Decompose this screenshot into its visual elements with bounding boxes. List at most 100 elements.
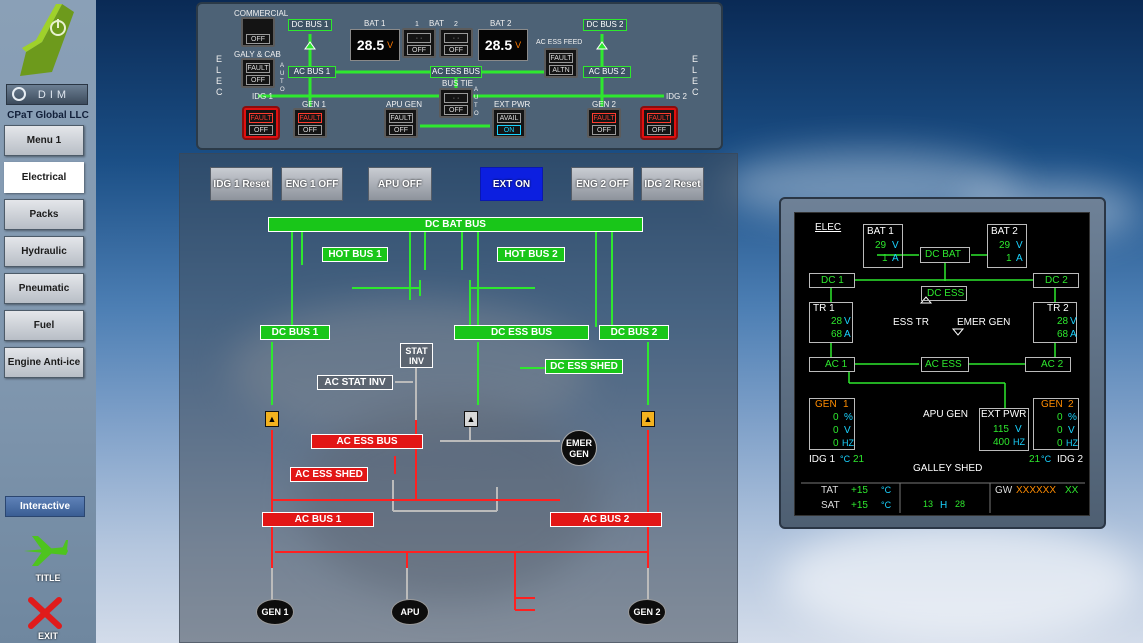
sidebar: DIM CPaT Global LLC Menu 1 Electrical Pa… <box>0 0 96 643</box>
ecam-gen2-v-unit: V <box>1068 425 1075 436</box>
sidebar-item-hydraulic[interactable]: Hydraulic <box>4 236 84 267</box>
sidebar-item-packs[interactable]: Packs <box>4 199 84 230</box>
ecam-gen1-pct: 0 <box>833 412 839 423</box>
ecam-idg2-label: IDG 2 <box>1057 454 1084 465</box>
dc-bat-bus: DC BAT BUS <box>268 217 643 232</box>
bat2-pushbutton[interactable]: · · OFF <box>439 28 473 58</box>
ext-pwr-pushbutton[interactable]: AVAIL ON <box>492 108 526 138</box>
apu-off-button[interactable]: APU OFF <box>368 167 432 201</box>
overhead-ac-ess-bus: AC ESS BUS <box>430 66 482 78</box>
gen2-pushbutton[interactable]: FAULT OFF <box>587 108 621 138</box>
ecam-idg1-temp: 21 <box>853 454 865 465</box>
ecam-tr1-v: 28 <box>831 316 843 327</box>
gen1-fault-light: FAULT <box>298 113 322 123</box>
dc-bus-2: DC BUS 2 <box>599 325 669 340</box>
bat2-fault-light: · · <box>444 33 468 43</box>
auto-label: A U T O <box>280 63 285 93</box>
dim-label: DIM <box>37 88 71 101</box>
sidebar-item-electrical[interactable]: Electrical <box>4 162 84 193</box>
gen1-label: GEN 1 <box>302 100 327 109</box>
ecam-time-h: 13 <box>923 499 934 509</box>
idg2-reset-button[interactable]: IDG 2 Reset <box>641 167 704 201</box>
ecam-elec-page: ELEC BAT 1 29 V 1 A BAT 2 29 V 1 A DC BA… <box>794 212 1090 516</box>
ecam-gen1-v: 0 <box>833 425 839 436</box>
eng2-off-button[interactable]: ENG 2 OFF <box>571 167 634 201</box>
ac-ess-feed-label: AC ESS FEED <box>536 39 583 46</box>
ecam-bat1-a: 1 <box>882 253 888 264</box>
ecam-bat1-a-unit: A <box>892 253 899 264</box>
sidebar-item-pneumatic[interactable]: Pneumatic <box>4 273 84 304</box>
overhead-ac-bus-2: AC BUS 2 <box>583 66 631 78</box>
ecam-gen1-hz: 0 <box>833 438 839 449</box>
idg1-label: IDG 1 <box>252 92 273 101</box>
idg2-fault-light: FAULT <box>647 113 671 123</box>
commercial-pushbutton[interactable]: OFF <box>241 17 275 47</box>
ecam-ac1: AC 1 <box>825 359 848 370</box>
ecam-idg1-unit: °C <box>840 454 851 464</box>
overhead-elec-panel: COMMERCIAL OFF GALY & CAB FAULT OFF E L … <box>196 2 723 150</box>
idg1-reset-button[interactable]: IDG 1 Reset <box>210 167 273 201</box>
ecam-bat1-v-unit: V <box>892 240 899 251</box>
ecam-ac-ess: AC ESS <box>925 359 962 370</box>
interactive-button[interactable]: Interactive <box>5 496 85 517</box>
gen1-circle: GEN 1 <box>256 599 294 625</box>
bat-num1-label: 1 <box>415 21 419 28</box>
ecam-tr2-v-unit: V <box>1070 316 1077 327</box>
ecam-idg2-temp: 21 <box>1029 454 1041 465</box>
ac-ess-bus: AC ESS BUS <box>311 434 423 449</box>
sidebar-item-fuel[interactable]: Fuel <box>4 310 84 341</box>
ecam-gen1-box <box>809 398 855 450</box>
bat2-label: BAT 2 <box>490 19 512 28</box>
bat1-pushbutton[interactable]: · · OFF <box>402 28 436 58</box>
ac-bus-2: AC BUS 2 <box>550 512 662 527</box>
idg1-off-light: OFF <box>249 125 273 135</box>
ecam-dc-bat: DC BAT <box>925 249 961 260</box>
sidebar-item-engine-anti-ice[interactable]: Engine Anti-ice <box>4 347 84 378</box>
galy-cab-fault-light: FAULT <box>246 63 270 73</box>
gen1-pushbutton[interactable]: FAULT OFF <box>293 108 327 138</box>
sidebar-item-menu-1[interactable]: Menu 1 <box>4 125 84 156</box>
ac-ess-feed-pushbutton[interactable]: FAULT ALTN <box>544 48 578 78</box>
ext-on-button[interactable]: EXT ON <box>480 167 543 201</box>
tr1-transformer-icon: ▲ <box>265 411 279 427</box>
apu-gen-label: APU GEN <box>386 100 423 109</box>
ecam-gen1-label: GEN <box>815 399 837 410</box>
ecam-tat-val: +15 <box>851 485 868 496</box>
gen2-off-light: OFF <box>592 125 616 135</box>
ecam-gen2-hz: 0 <box>1057 438 1063 449</box>
dim-button[interactable]: DIM <box>6 84 88 105</box>
ecam-time-h-label: H <box>940 500 948 511</box>
ecam-ess-tr: ESS TR <box>893 317 929 328</box>
ecam-dc1-box <box>809 273 855 288</box>
ecam-tr1-box <box>809 302 853 343</box>
bus-tie-pushbutton[interactable]: · · OFF <box>439 88 473 118</box>
ecam-bat2-v-unit: V <box>1016 240 1023 251</box>
company-name: CPaT Global LLC <box>7 110 89 121</box>
ecam-gen2-pct-unit: % <box>1068 412 1077 423</box>
eng1-off-button[interactable]: ENG 1 OFF <box>281 167 343 201</box>
ecam-gen2-box <box>1033 398 1079 450</box>
title-airplane-icon[interactable] <box>22 534 70 568</box>
ecam-ext-pwr-label: EXT PWR <box>981 409 1027 420</box>
ecam-gen1-num: 1 <box>843 399 849 410</box>
ecam-bat2-v: 29 <box>999 240 1011 251</box>
apu-gen-pushbutton[interactable]: FAULT OFF <box>384 108 418 138</box>
ecam-bat2-box <box>987 224 1027 268</box>
ecam-idg2-unit: °C <box>1041 454 1052 464</box>
ext-pwr-on-light: ON <box>497 125 521 135</box>
overhead-ac-bus-1: AC BUS 1 <box>288 66 336 78</box>
idg2-pushbutton[interactable]: FAULT OFF <box>642 108 676 138</box>
galy-cab-pushbutton[interactable]: FAULT OFF <box>241 58 275 88</box>
ecam-bat1-label: BAT 1 <box>867 226 894 237</box>
bat2-voltage: 28.5 <box>484 37 513 53</box>
ecam-tr1-label: TR 1 <box>813 303 835 314</box>
ecam-gen2-pct: 0 <box>1057 412 1063 423</box>
ecam-title: ELEC <box>815 222 842 233</box>
elec-left-label: E L E C <box>216 54 223 97</box>
ecam-bat2-label: BAT 2 <box>991 226 1018 237</box>
ecam-bat2-a-unit: A <box>1016 253 1023 264</box>
idg1-pushbutton[interactable]: FAULT OFF <box>244 108 278 138</box>
ext-pwr-avail-light: AVAIL <box>497 113 521 123</box>
exit-icon[interactable] <box>27 597 63 629</box>
ecam-gw-label: GW <box>995 485 1013 496</box>
